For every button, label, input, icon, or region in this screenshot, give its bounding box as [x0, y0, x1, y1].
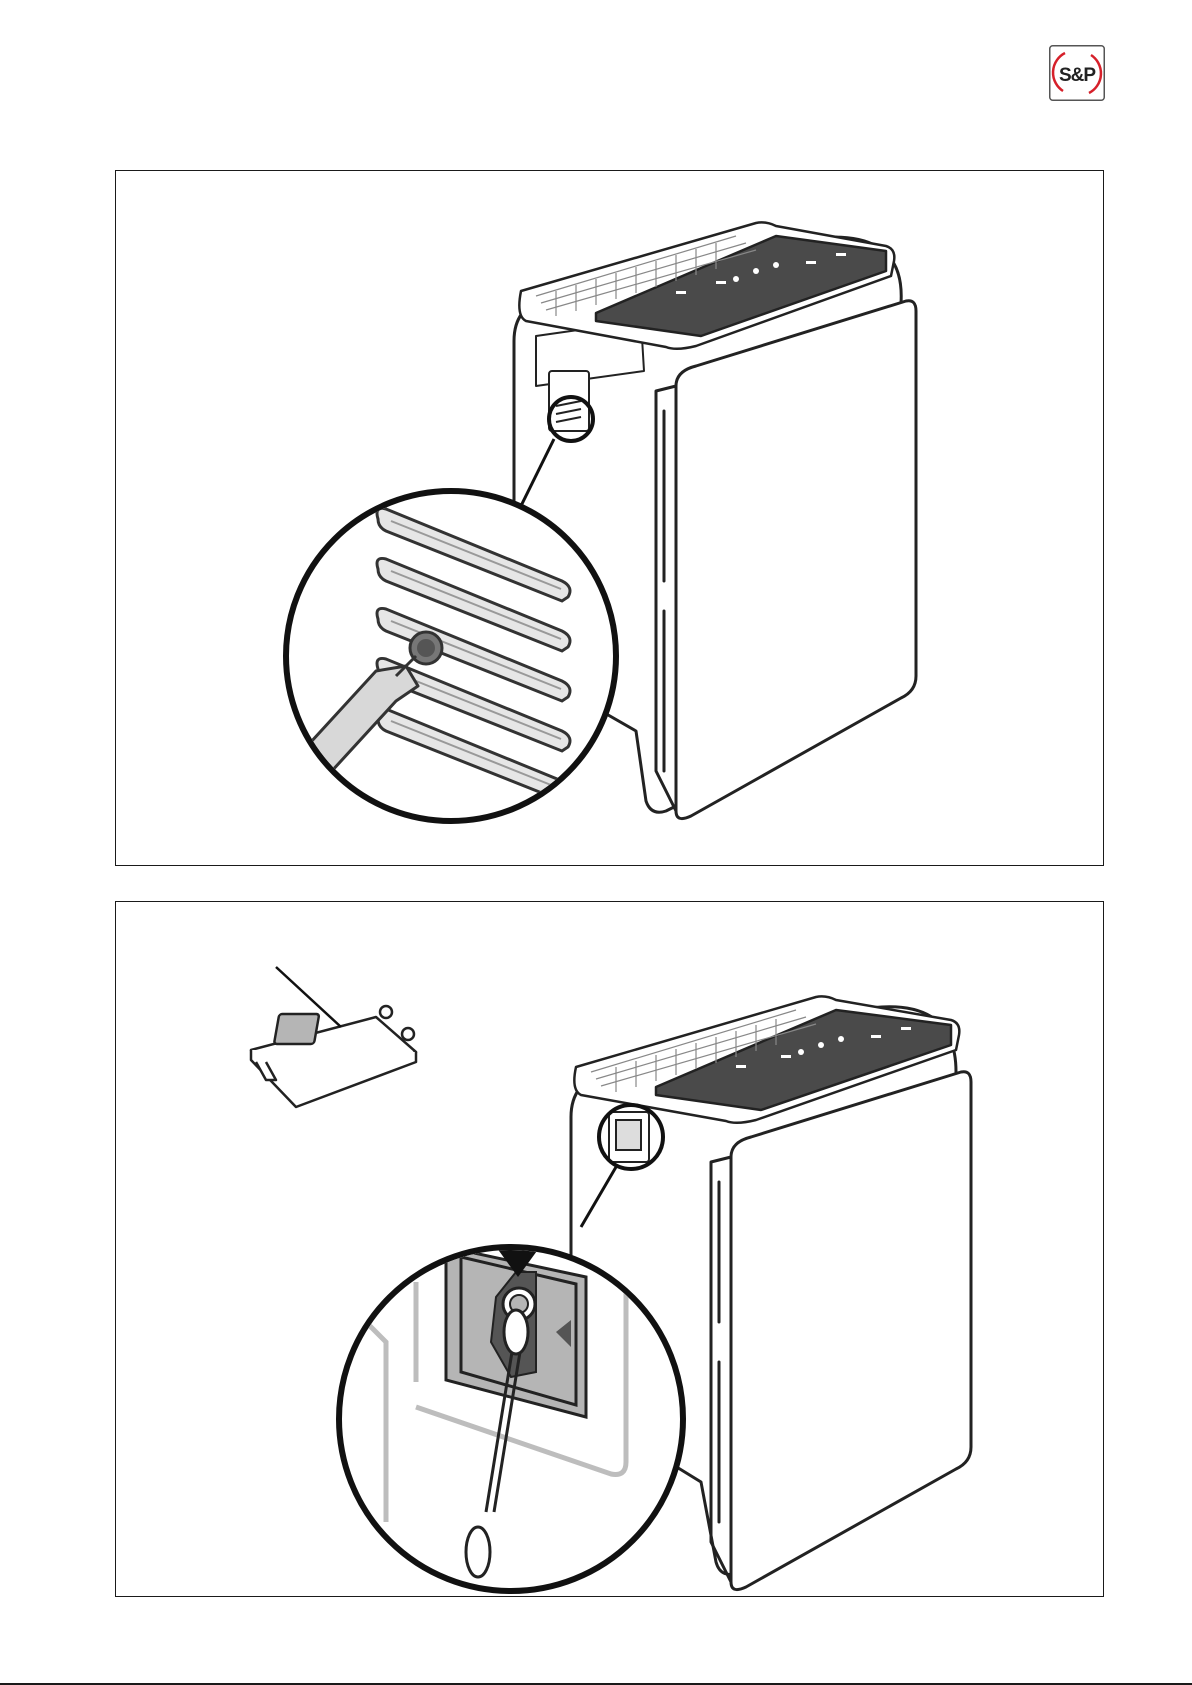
figure-2-panel	[115, 901, 1104, 1597]
figure-1-panel	[115, 170, 1104, 866]
brand-logo: S&P	[1049, 45, 1105, 101]
figure-2-illustration	[116, 902, 1104, 1597]
svg-text:S&P: S&P	[1059, 65, 1096, 86]
figure-1-illustration	[116, 171, 1104, 866]
